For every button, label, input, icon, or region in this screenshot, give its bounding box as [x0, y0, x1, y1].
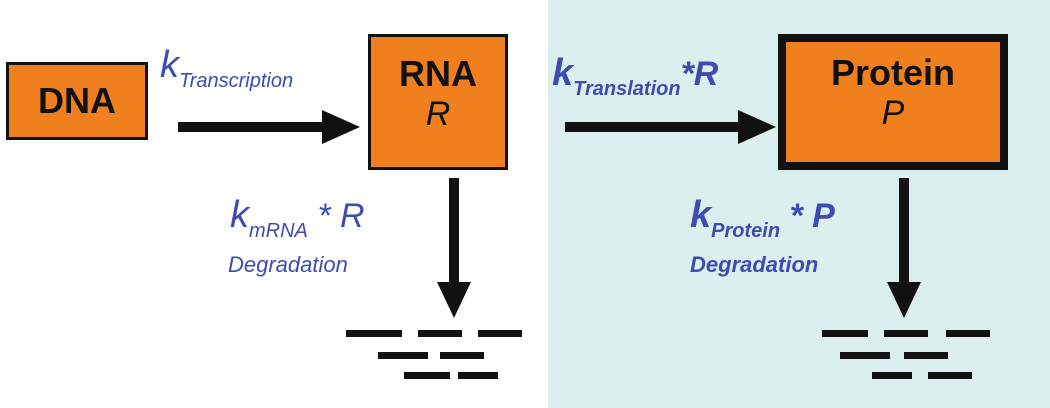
protein-fragment — [946, 330, 990, 337]
protein-fragment — [872, 372, 912, 379]
transcription-subscript: Transcription — [179, 70, 294, 92]
protein-title: Protein — [830, 52, 955, 93]
protein-box: Protein P — [778, 34, 1008, 170]
mrna-degradation-arrow — [437, 178, 471, 318]
protein-symbol: P — [881, 94, 905, 132]
protein-fragment — [928, 372, 972, 379]
mrna-degradation-operand: * R — [307, 197, 365, 235]
protein-fragment — [840, 352, 890, 359]
protein-degradation-rate-label: kProtein * P — [690, 194, 835, 243]
protein-degradation-operand: * P — [780, 197, 835, 235]
protein-fragments — [822, 330, 990, 379]
transcription-rate-label: kTranscription — [160, 44, 293, 93]
protein-fragment — [822, 330, 868, 337]
protein-degradation-subscript: Protein — [711, 220, 781, 242]
mrna-fragment — [478, 330, 522, 337]
rna-title: RNA — [399, 53, 477, 94]
dna-box: DNA — [6, 62, 148, 140]
mrna-fragments — [346, 330, 522, 379]
translation-arrow — [565, 110, 776, 144]
translation-rate-label: kTranslation*R — [552, 52, 718, 101]
mrna-degradation-k: k — [230, 194, 249, 236]
mrna-degradation-rate-label: kmRNA * R — [230, 194, 365, 243]
translation-subscript: Translation — [573, 78, 681, 100]
mrna-fragment — [458, 372, 498, 379]
mrna-fragment — [346, 330, 402, 337]
translation-k: k — [552, 52, 574, 94]
mrna-fragment — [378, 352, 428, 359]
protein-fragment — [904, 352, 948, 359]
protein-degradation-arrow — [887, 178, 921, 318]
mrna-fragment — [440, 352, 484, 359]
dna-label: DNA — [38, 80, 116, 121]
protein-degradation-caption: Degradation — [690, 252, 819, 277]
mrna-fragment — [404, 372, 450, 379]
mrna-fragment — [418, 330, 462, 337]
transcription-arrow — [178, 110, 360, 144]
protein-degradation-k: k — [690, 194, 712, 236]
translation-operand: *R — [680, 55, 719, 93]
transcription-k: k — [160, 44, 179, 86]
rna-symbol: R — [425, 95, 451, 133]
protein-fragment — [884, 330, 928, 337]
rna-box: RNA R — [368, 34, 508, 170]
mrna-degradation-caption: Degradation — [228, 252, 348, 277]
mrna-degradation-subscript: mRNA — [249, 220, 308, 242]
